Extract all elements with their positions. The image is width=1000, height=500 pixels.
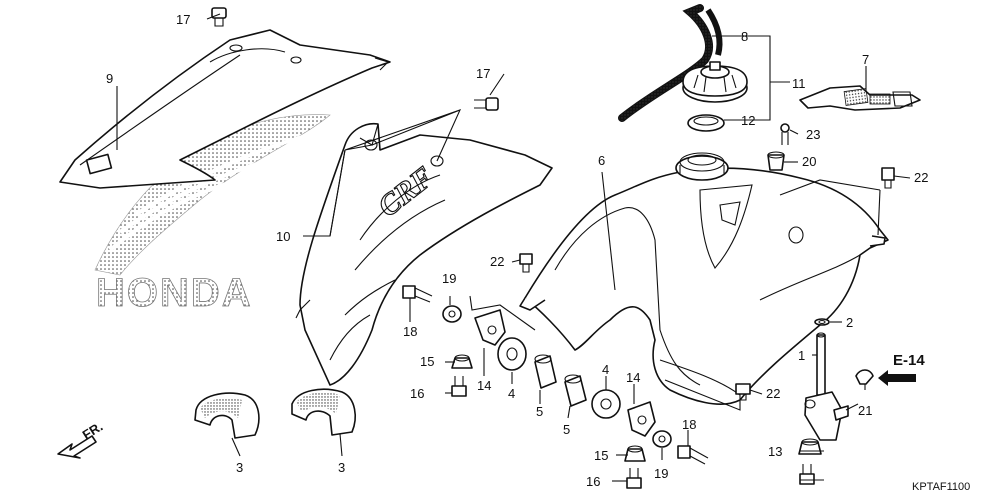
part-washer-19a xyxy=(442,305,462,323)
callout-22: 22 xyxy=(766,386,780,401)
part-cushion-3a xyxy=(194,392,260,439)
part-washer-19b xyxy=(652,430,672,448)
part-gasket-12 xyxy=(687,114,725,132)
part-collar-5a xyxy=(534,354,557,389)
callout-8: 8 xyxy=(741,29,748,44)
callout-17: 17 xyxy=(176,12,190,27)
leader-lines xyxy=(116,13,911,482)
callout-6: 6 xyxy=(598,153,605,168)
part-rubber-mount-4a xyxy=(497,337,527,371)
part-clip-22c xyxy=(735,383,751,401)
callout-23: 23 xyxy=(806,127,820,142)
callout-20: 20 xyxy=(802,154,816,169)
callout-21: 21 xyxy=(858,403,872,418)
part-fuel-tank-6 xyxy=(519,152,889,405)
callout-19: 19 xyxy=(654,466,668,481)
part-bolt-16b xyxy=(626,468,642,489)
part-bolt-17a xyxy=(211,7,227,27)
callout-19: 19 xyxy=(442,271,456,286)
part-shroud-9 xyxy=(59,29,391,189)
callout-7: 7 xyxy=(862,52,869,67)
part-cushion-3b xyxy=(291,388,356,436)
part-nut-15b xyxy=(624,445,646,462)
honda-wing-logo xyxy=(94,114,331,276)
callout-1: 1 xyxy=(798,348,805,363)
callout-18: 18 xyxy=(682,417,696,432)
callout-13: 13 xyxy=(768,444,782,459)
callout-3: 3 xyxy=(338,460,345,475)
part-clip-22b xyxy=(881,167,895,189)
honda-watermark-text: HONDA xyxy=(96,271,253,315)
part-rubber-mount-4b xyxy=(591,389,621,419)
part-bolt-17b xyxy=(474,97,499,111)
reference-label: E-14 xyxy=(893,352,925,369)
front-direction-arrow: FR. xyxy=(57,419,106,459)
diagram-code: KPTAF1100 xyxy=(912,481,970,493)
callout-5: 5 xyxy=(563,422,570,437)
part-screw-23 xyxy=(780,123,790,145)
callout-17: 17 xyxy=(476,66,490,81)
part-nut-13 xyxy=(798,438,822,455)
part-nut-15a xyxy=(451,354,473,369)
part-breather-tube-8 xyxy=(618,4,723,122)
part-bolt-18a xyxy=(402,285,433,303)
part-fuel-valve-1 xyxy=(804,332,859,441)
callout-labels: 17 17 9 10 6 8 11 12 7 23 20 22 22 22 19… xyxy=(106,12,928,489)
callout-12: 12 xyxy=(741,113,755,128)
callout-9: 9 xyxy=(106,71,113,86)
callout-22: 22 xyxy=(490,254,504,269)
part-bolt-16a xyxy=(451,376,467,397)
part-strap-7 xyxy=(799,85,921,111)
callout-16: 16 xyxy=(586,474,600,489)
part-o-ring-2 xyxy=(814,318,830,326)
part-collar-5b xyxy=(564,374,587,407)
callout-4: 4 xyxy=(602,362,609,377)
callout-11: 11 xyxy=(792,76,806,91)
part-bracket-14b xyxy=(627,401,656,437)
callout-10: 10 xyxy=(276,229,290,244)
callout-22: 22 xyxy=(914,170,928,185)
callout-14: 14 xyxy=(477,378,491,393)
callout-15: 15 xyxy=(594,448,608,463)
part-bolt-18b xyxy=(677,445,709,465)
part-clip-22a xyxy=(519,253,533,273)
callout-18: 18 xyxy=(403,324,417,339)
front-label: FR. xyxy=(80,419,106,443)
callout-15: 15 xyxy=(420,354,434,369)
callout-16: 16 xyxy=(410,386,424,401)
callout-3: 3 xyxy=(236,460,243,475)
part-fuel-cap-11 xyxy=(682,61,748,103)
part-bolt-16c xyxy=(799,464,815,485)
callout-5: 5 xyxy=(536,404,543,419)
part-bracket-14a xyxy=(474,309,506,346)
part-grommet-20 xyxy=(767,151,785,171)
part-clamp-21 xyxy=(855,369,874,385)
callout-2: 2 xyxy=(846,315,853,330)
callout-4: 4 xyxy=(508,386,515,401)
callout-14: 14 xyxy=(626,370,640,385)
reference-arrow-e14: E-14 xyxy=(878,352,925,386)
